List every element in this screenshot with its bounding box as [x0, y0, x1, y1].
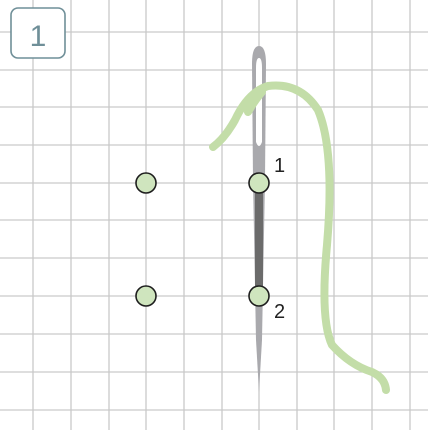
thread-icon [213, 86, 386, 391]
hole-point-2 [249, 286, 269, 306]
step-number: 1 [30, 20, 47, 53]
point-1-label: 1 [274, 155, 285, 177]
step-badge: 1 [11, 8, 65, 58]
hole-point-1 [249, 173, 269, 193]
hole-bottom-left [136, 286, 156, 306]
hole-top-left [136, 173, 156, 193]
point-2-label: 2 [274, 301, 285, 323]
